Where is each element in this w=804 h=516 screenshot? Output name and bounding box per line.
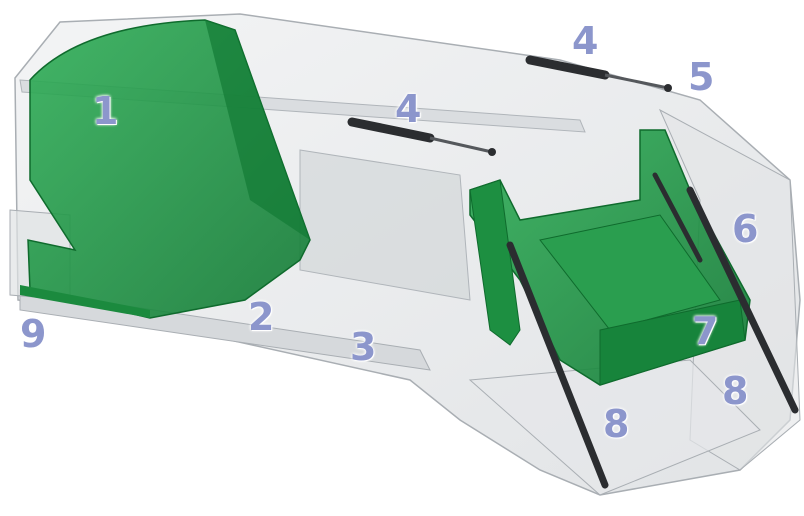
- lift-cylinder-rear: [652, 172, 703, 263]
- callout-8-left: 8: [603, 402, 630, 446]
- lift-cylinder-left: [506, 241, 609, 489]
- callout-5: 5: [688, 55, 715, 99]
- callout-1: 1: [92, 89, 119, 133]
- green-hopper-base: [20, 285, 150, 318]
- lift-cylinder-right: [686, 186, 799, 414]
- callout-9: 9: [20, 312, 47, 356]
- gas-spring-lower: [347, 117, 496, 156]
- callout-4-upper: 4: [572, 19, 599, 63]
- callout-7: 7: [692, 309, 719, 353]
- callout-6: 6: [732, 207, 759, 251]
- callout-8-right: 8: [722, 369, 749, 413]
- green-left-arm: [469, 179, 521, 346]
- green-lift-tray: [539, 214, 721, 331]
- green-lift-lip: [599, 299, 746, 386]
- callout-2: 2: [248, 295, 275, 339]
- callout-4-lower: 4: [395, 87, 422, 131]
- callout-3: 3: [350, 325, 377, 369]
- green-hopper-face: [205, 20, 310, 240]
- gas-spring-upper: [525, 55, 672, 92]
